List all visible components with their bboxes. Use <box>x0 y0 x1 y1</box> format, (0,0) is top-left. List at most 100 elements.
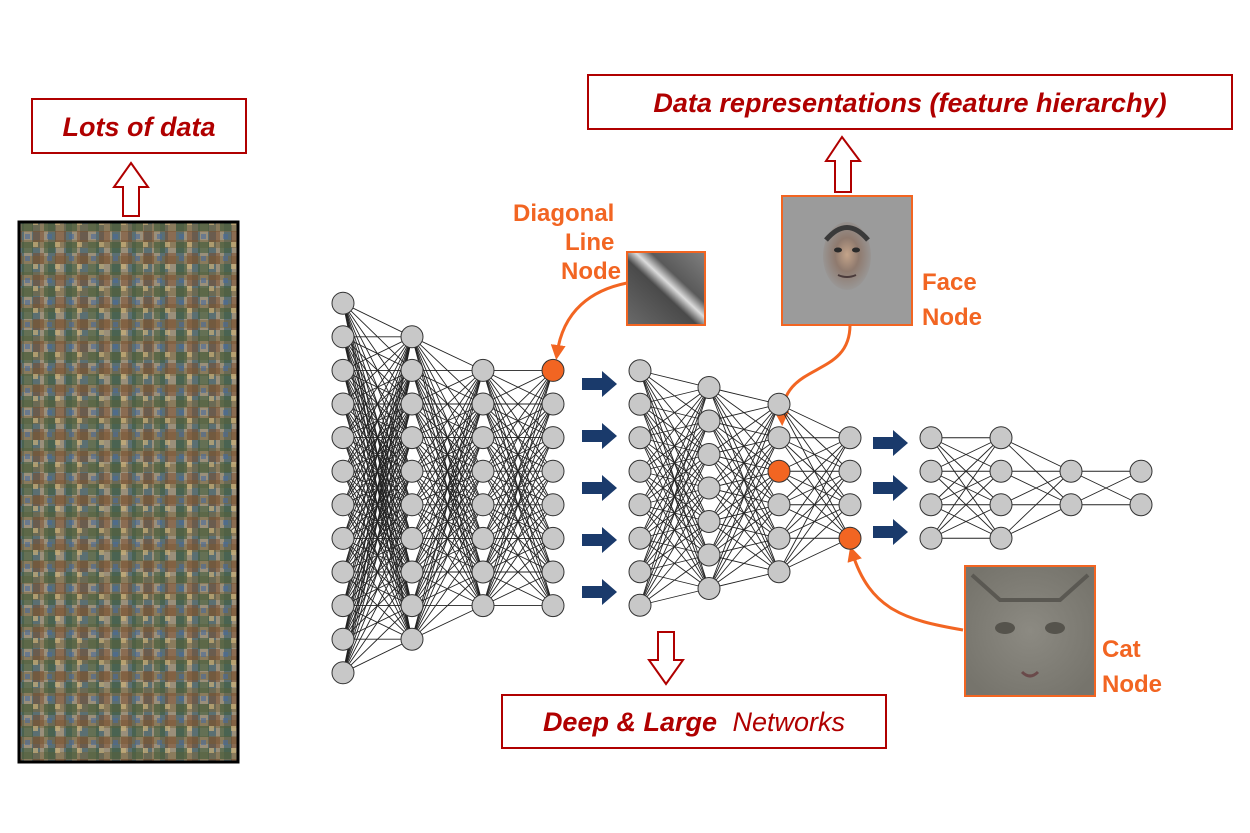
network-node <box>331 661 355 685</box>
svg-text:Face Node: Face Node <box>922 269 983 331</box>
network-node <box>541 426 565 450</box>
diagonal-line-node-annotation: Diagonal Line Node <box>513 200 706 360</box>
flow-arrows <box>582 371 908 605</box>
network-node <box>989 493 1013 517</box>
network-node <box>400 493 424 517</box>
network-node <box>400 560 424 584</box>
diagonal-line-feature-image <box>626 251 706 326</box>
neural-networks <box>331 291 1153 685</box>
network-node <box>919 526 943 550</box>
network-node <box>919 459 943 483</box>
deep-large-networks-label-box: Deep & Large Networks <box>501 694 887 749</box>
network-node <box>331 560 355 584</box>
network-node <box>628 493 652 517</box>
navy-right-arrow-icon <box>582 371 617 397</box>
network-node <box>697 510 721 533</box>
cat-label-line2: Node <box>1102 671 1162 698</box>
network-node <box>331 526 355 550</box>
network-node <box>400 426 424 450</box>
network-node <box>471 560 495 584</box>
network-node <box>628 526 652 550</box>
lots-of-data-label-box: Lots of data <box>31 98 247 154</box>
network-node <box>331 459 355 483</box>
network-node <box>400 358 424 382</box>
deep-large-label: Deep & Large <box>543 707 717 737</box>
image-dataset-mosaic <box>17 220 240 764</box>
network-node <box>400 627 424 651</box>
network-node <box>331 291 355 315</box>
network-node <box>697 476 721 500</box>
network-node <box>767 426 791 450</box>
network-node <box>541 594 565 618</box>
network-node <box>471 358 495 382</box>
navy-right-arrow-icon <box>582 423 617 449</box>
hollow-up-arrow-icon <box>112 161 150 217</box>
network-node <box>541 392 565 416</box>
network-node <box>628 459 652 483</box>
network-node <box>541 459 565 483</box>
navy-right-arrow-icon <box>582 527 617 553</box>
network-node <box>331 358 355 382</box>
network-node <box>1059 493 1083 517</box>
network-node <box>767 493 791 517</box>
network-node <box>471 526 495 550</box>
network-node <box>471 594 495 618</box>
face-label-line1: Face <box>922 269 977 296</box>
network-node <box>331 392 355 416</box>
data-representations-label-box: Data representations (feature hierarchy) <box>587 74 1233 130</box>
network-node <box>767 560 791 584</box>
hollow-down-arrow-icon <box>647 631 685 686</box>
network-node <box>838 426 862 450</box>
svg-text:Cat Node: Cat Node <box>1102 636 1162 698</box>
network-node <box>400 459 424 483</box>
network-node <box>628 426 652 450</box>
network-node <box>767 392 791 416</box>
network-node <box>628 359 652 383</box>
network-node <box>697 543 721 567</box>
network-node <box>400 392 424 416</box>
network-node <box>919 426 943 450</box>
diagonal-label-line2: Line <box>565 229 614 256</box>
network-node <box>989 459 1013 483</box>
highlighted-node <box>838 526 862 550</box>
network-node <box>628 560 652 584</box>
hollow-up-arrow-icon <box>824 135 862 193</box>
navy-right-arrow-icon <box>873 519 908 545</box>
network-node <box>697 376 721 399</box>
network-node <box>989 426 1013 450</box>
network-node <box>471 459 495 483</box>
face-label-line2: Node <box>922 304 982 331</box>
network-node <box>628 392 652 416</box>
network-node <box>697 409 721 433</box>
diagonal-label-line1: Diagonal <box>513 200 614 227</box>
svg-text:Deep & Large Networks: Deep & Large Networks <box>543 707 845 737</box>
network-node <box>838 493 862 517</box>
network-node <box>628 593 652 617</box>
navy-right-arrow-icon <box>873 475 908 501</box>
network-node <box>471 493 495 517</box>
diagonal-label-line3: Node <box>561 258 621 285</box>
network-node <box>541 560 565 584</box>
network-node <box>331 426 355 450</box>
network-node <box>767 526 791 550</box>
cat-label-line1: Cat <box>1102 636 1141 663</box>
highlighted-node <box>541 358 565 382</box>
network-node <box>400 526 424 550</box>
data-representations-label: Data representations (feature hierarchy) <box>653 88 1166 118</box>
network-node <box>471 426 495 450</box>
network-node <box>331 627 355 651</box>
cat-node-annotation: Cat Node <box>847 546 1162 698</box>
network-node <box>331 325 355 349</box>
network-3-edges <box>930 437 1142 539</box>
navy-right-arrow-icon <box>582 475 617 501</box>
network-node <box>1129 459 1153 483</box>
networks-label: Networks <box>733 707 846 737</box>
network-node <box>331 493 355 517</box>
network-node <box>471 392 495 416</box>
network-node <box>697 443 721 466</box>
network-1-edges <box>342 302 554 674</box>
network-node <box>400 325 424 349</box>
network-2-edges <box>639 370 851 606</box>
navy-right-arrow-icon <box>582 579 617 605</box>
